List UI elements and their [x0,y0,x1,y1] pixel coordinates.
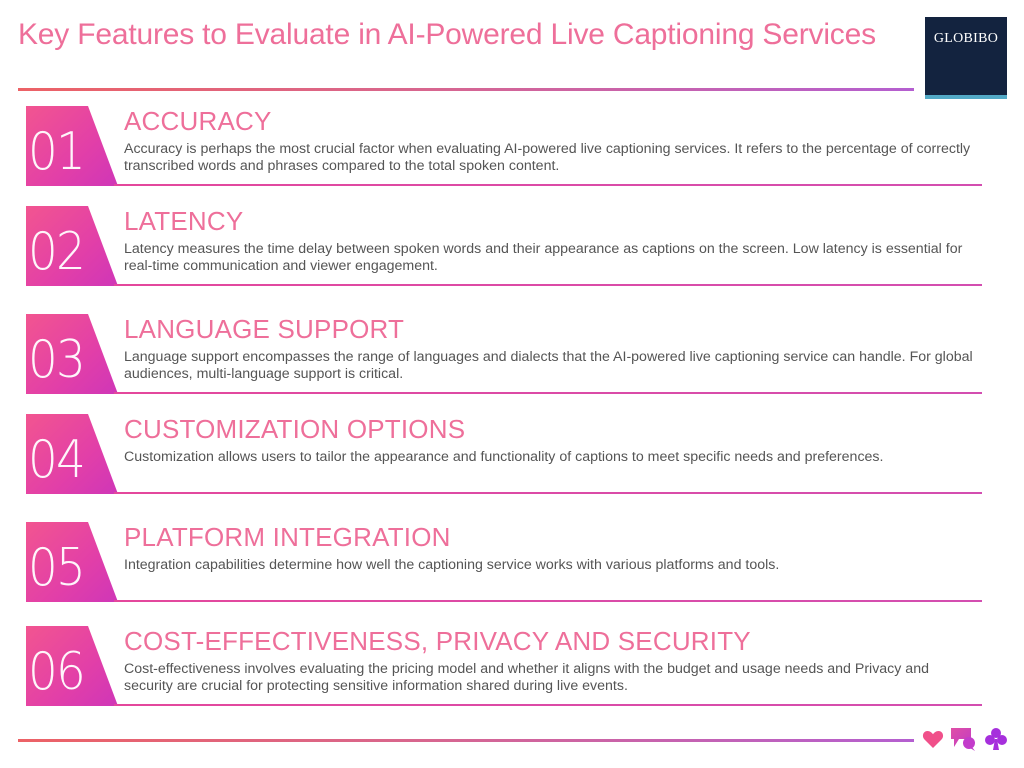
feature-title: ACCURACY [124,106,272,136]
feature-description: Latency measures the time delay between … [124,241,963,274]
footer-icons [922,726,1008,752]
number-badge: 06 [26,626,118,706]
feature-number: 05 [28,538,86,598]
feature-title: LATENCY [124,206,244,236]
feature-description: Cost-effectiveness involves evaluating t… [124,661,929,694]
feature-item-platform-integration: 05 PLATFORM INTEGRATION Integration capa… [26,522,982,602]
heart-icon [922,729,944,749]
globibo-logo: GLOBIBO [925,17,1007,99]
feature-divider [114,492,982,494]
feature-divider [114,704,982,706]
logo-text: GLOBIBO [933,31,999,46]
feature-description: Accuracy is perhaps the most crucial fac… [124,141,971,174]
number-badge: 04 [26,414,118,494]
feature-description: Customization allows users to tailor the… [124,449,884,465]
number-badge: 05 [26,522,118,602]
feature-divider [114,284,982,286]
feature-description: Integration capabilities determine how w… [124,557,780,573]
feature-number: 06 [28,642,86,702]
feature-number: 02 [28,222,86,282]
title-divider [18,88,914,91]
feature-divider [114,184,982,186]
feature-description: Language support encompasses the range o… [124,349,973,382]
feature-title: CUSTOMIZATION OPTIONS [124,414,466,444]
feature-title: COST-EFFECTIVENESS, PRIVACY AND SECURITY [124,626,751,656]
feature-item-cost-privacy-security: 06 COST-EFFECTIVENESS, PRIVACY AND SECUR… [26,626,982,706]
feature-number: 04 [28,430,86,490]
number-badge: 03 [26,314,118,394]
feature-item-accuracy: 01 ACCURACY Accuracy is perhaps the most… [26,106,982,186]
feature-item-customization-options: 04 CUSTOMIZATION OPTIONS Customization a… [26,414,982,494]
feature-item-language-support: 03 LANGUAGE SUPPORT Language support enc… [26,314,982,394]
feature-title: LANGUAGE SUPPORT [124,314,405,344]
footer-divider [18,739,914,742]
feature-divider [114,600,982,602]
page-title: Key Features to Evaluate in AI-Powered L… [18,18,876,51]
feature-number: 01 [28,122,86,182]
chat-bubbles-icon [950,727,978,751]
feature-item-latency: 02 LATENCY Latency measures the time del… [26,206,982,286]
feature-divider [114,392,982,394]
feature-title: PLATFORM INTEGRATION [124,522,451,552]
club-icon [984,727,1008,751]
number-badge: 02 [26,206,118,286]
number-badge: 01 [26,106,118,186]
feature-number: 03 [28,330,86,390]
